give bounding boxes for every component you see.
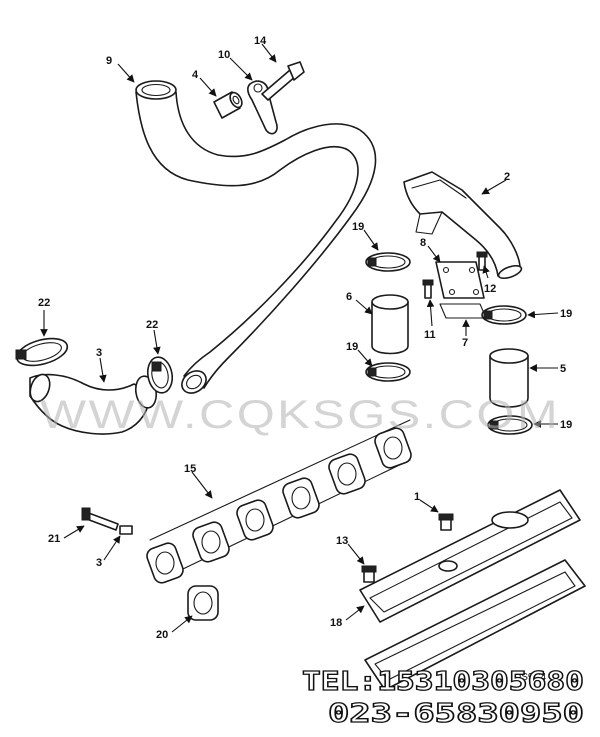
callout-13: 13 <box>336 535 348 547</box>
callout-1: 1 <box>414 491 420 503</box>
gasket-part-18-lower <box>364 559 586 691</box>
callout-11: 11 <box>424 329 436 341</box>
plug-part-1 <box>438 513 454 531</box>
callout-2: 2 <box>504 171 510 183</box>
callout-21: 21 <box>48 533 60 545</box>
rocker-cover-part-18 <box>359 489 581 623</box>
callout-7: 7 <box>462 337 468 349</box>
callout-3-b: 3 <box>96 557 102 569</box>
elbow-part-3 <box>29 373 158 435</box>
sleeve-part-4 <box>213 91 243 119</box>
manifold-gaskets-part-15 <box>146 419 412 584</box>
leader-lines <box>40 43 559 633</box>
callout-6: 6 <box>346 291 352 303</box>
callout-20: 20 <box>156 629 168 641</box>
hose-part-5 <box>489 348 529 408</box>
plug-part-13 <box>361 565 377 583</box>
callout-4: 4 <box>192 69 199 81</box>
clamp-part-19-lower-left <box>365 362 411 382</box>
watermark-text: WWW.CQKSGS.COM <box>40 393 560 437</box>
capscrew-part-21 <box>81 507 119 531</box>
clamp-part-19-upper-right <box>481 305 527 325</box>
drawing-code: DS9C4 <box>514 672 547 683</box>
screw-part-11 <box>422 279 434 299</box>
callout-19-c: 19 <box>346 341 358 353</box>
elbow-connection-part-2 <box>403 171 523 280</box>
callout-19-b: 19 <box>560 308 572 320</box>
capscrew-part-14 <box>261 61 305 101</box>
gasket-part-20 <box>187 585 219 621</box>
callout-5: 5 <box>560 363 566 375</box>
intake-tube-part-9 <box>135 80 377 394</box>
callout-22-b: 22 <box>146 319 158 331</box>
callout-3-a: 3 <box>96 347 102 359</box>
callout-15: 15 <box>184 463 196 475</box>
callout-22-a: 22 <box>38 297 50 309</box>
callout-8: 8 <box>420 237 426 249</box>
clamp-part-22-left <box>15 337 69 367</box>
callout-12: 12 <box>484 283 496 295</box>
callout-14: 14 <box>254 35 267 47</box>
callout-9: 9 <box>106 55 112 67</box>
bracket-part-10 <box>247 80 278 135</box>
spacer-part-3 <box>119 525 133 535</box>
callout-19-d: 19 <box>560 419 572 431</box>
clamp-part-19-lower-right <box>487 415 533 435</box>
callout-18: 18 <box>330 617 342 629</box>
hose-part-6 <box>371 294 409 355</box>
callout-labels: 9 10 14 4 2 19 8 12 6 11 7 19 19 5 19 22… <box>38 35 572 641</box>
screw-part-12 <box>476 251 488 271</box>
clamp-part-22-right <box>146 356 174 394</box>
contact-phone: 023-65830950 <box>328 699 584 729</box>
callout-19-a: 19 <box>352 221 364 233</box>
clamp-part-19-upper-left <box>365 252 411 272</box>
contact-tel: TEL:15310305680 <box>302 667 584 697</box>
callout-10: 10 <box>218 49 230 61</box>
